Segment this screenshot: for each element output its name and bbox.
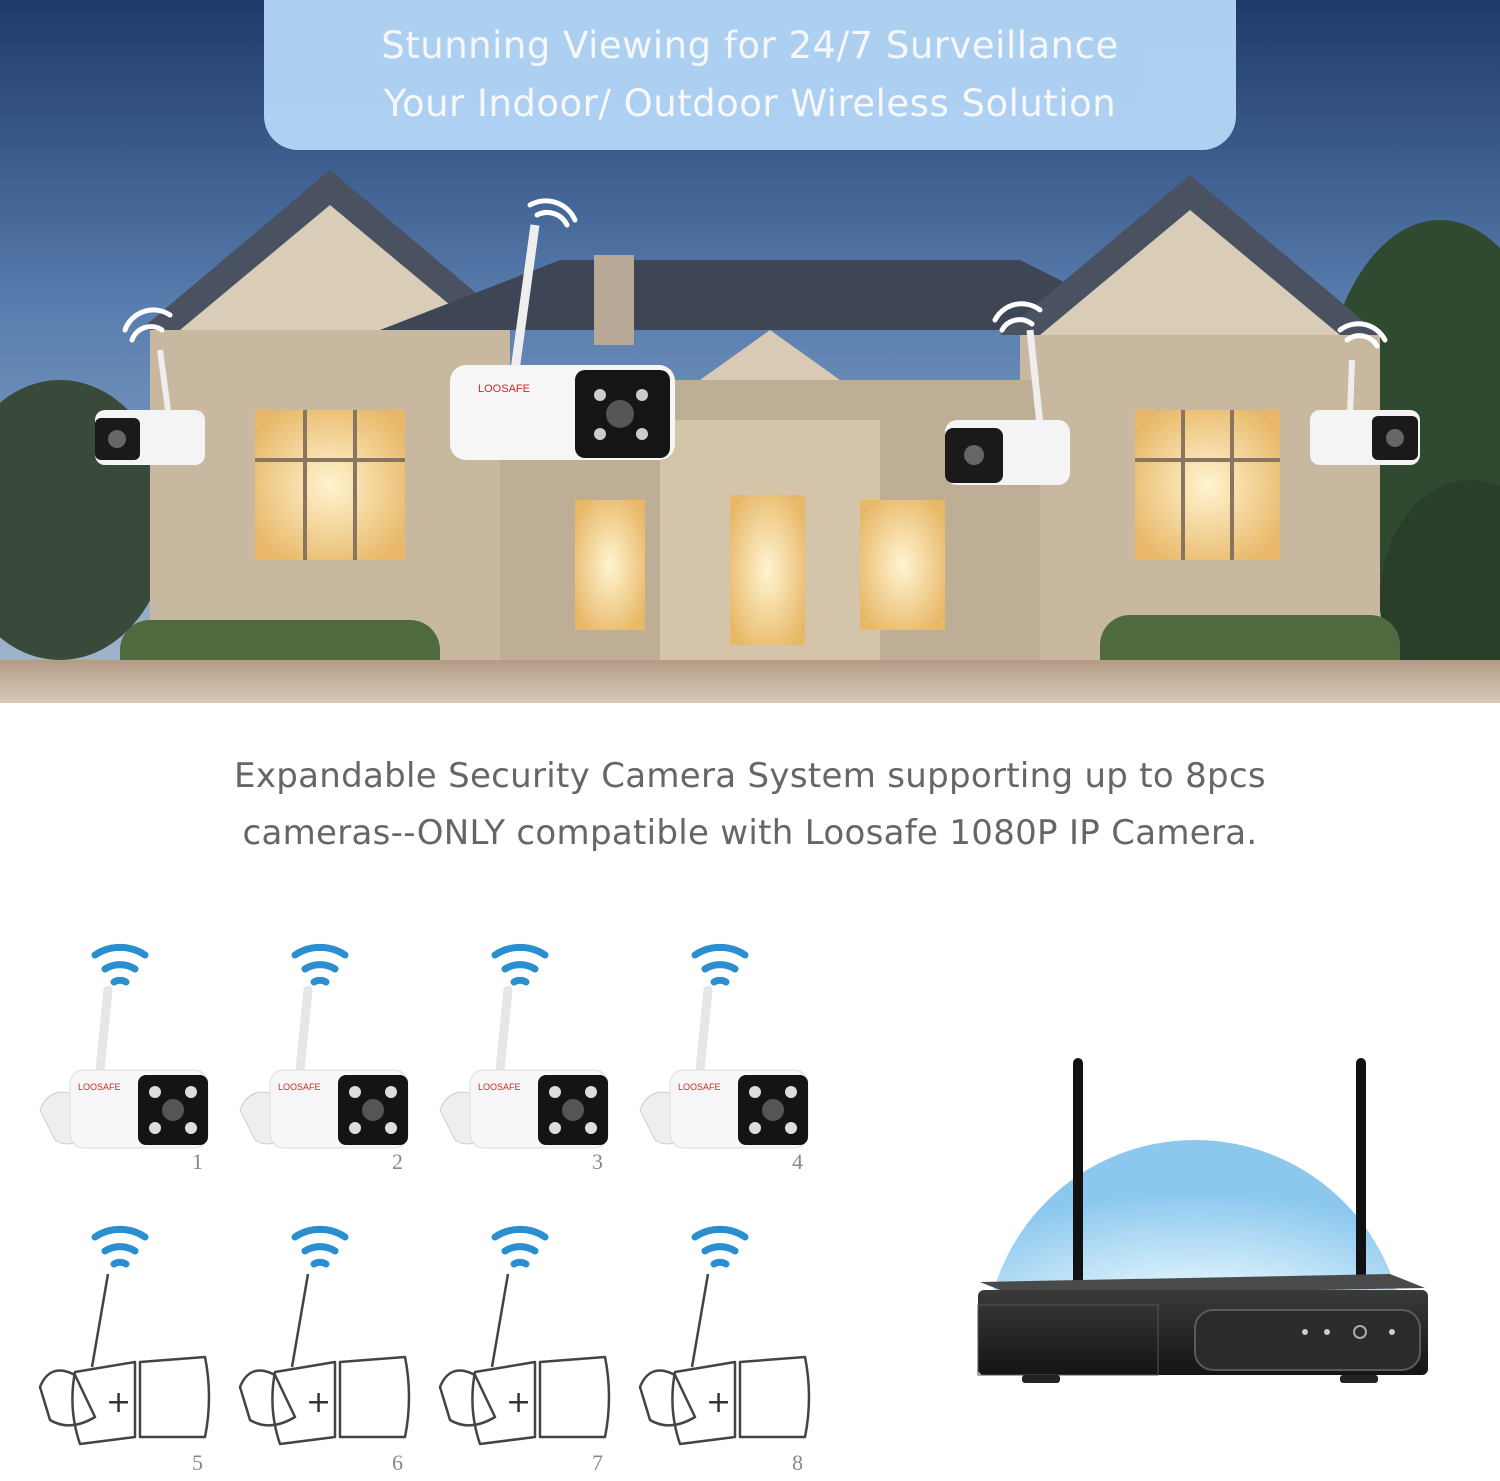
house-camera-left: [95, 349, 205, 465]
camera-outline-icon: +: [438, 1225, 611, 1446]
camera-slot-8: + 8: [630, 1222, 815, 1475]
antenna-right: [1356, 1058, 1366, 1288]
camera-number: 2: [392, 1149, 403, 1174]
camera-slot-6: + 6: [230, 1222, 415, 1475]
add-camera-plus-icon: +: [706, 1385, 731, 1420]
wifi-signal-icon: [91, 943, 149, 986]
camera-outline-icon: +: [38, 1225, 211, 1446]
headline-line-1: Stunning Viewing for 24/7 Surveillance: [381, 24, 1119, 67]
wifi-signal-icon: [491, 1225, 549, 1268]
wifi-signal-icon: [691, 1225, 749, 1268]
wifi-signal-icon: [291, 1225, 349, 1268]
camera-slot-5: + 5: [30, 1222, 215, 1475]
wifi-signal-icon: [91, 1225, 149, 1268]
add-camera-plus-icon: +: [506, 1385, 531, 1420]
wifi-signal-icons: [122, 198, 1388, 349]
expandable-description: Expandable Security Camera System suppor…: [0, 748, 1500, 862]
wifi-signal-icon: [691, 943, 749, 986]
headline-banner: Stunning Viewing for 24/7 Surveillance Y…: [264, 0, 1236, 150]
nvr-recorder-icon: [977, 1058, 1428, 1383]
house-camera-brand: LOOSAFE: [478, 383, 530, 395]
bullet-camera-icon: LOOSAFE: [639, 943, 809, 1149]
house-camera-center: LOOSAFE: [450, 224, 675, 460]
camera-slot-1: LOOSAFE 1: [30, 935, 215, 1185]
camera-slot-4: LOOSAFE 4: [630, 935, 815, 1185]
camera-brand: LOOSAFE: [478, 1082, 521, 1092]
camera-number: 7: [592, 1450, 603, 1475]
house-camera-right: [945, 329, 1070, 485]
add-camera-plus-icon: +: [306, 1385, 331, 1420]
camera-number: 5: [192, 1450, 203, 1475]
description-line-2: cameras--ONLY compatible with Loosafe 10…: [242, 813, 1258, 853]
hero-house-photo: LOOSAFE Stunning Viewing for 24/7 Survei…: [0, 0, 1500, 703]
camera-number: 1: [192, 1149, 203, 1174]
camera-slot-7: + 7: [430, 1222, 615, 1475]
camera-number: 3: [592, 1149, 603, 1174]
camera-brand: LOOSAFE: [278, 1082, 321, 1092]
camera-number: 4: [792, 1149, 803, 1174]
house-camera-far-right: [1310, 359, 1420, 465]
camera-number: 8: [792, 1450, 803, 1475]
bullet-camera-icon: LOOSAFE: [239, 943, 409, 1149]
nvr-recorder: [960, 1050, 1430, 1410]
camera-slot-3: LOOSAFE 3: [430, 935, 615, 1185]
bullet-camera-icon: LOOSAFE: [39, 943, 209, 1149]
camera-brand: LOOSAFE: [78, 1082, 121, 1092]
camera-outline-icon: +: [238, 1225, 411, 1446]
camera-brand: LOOSAFE: [678, 1082, 721, 1092]
description-line-1: Expandable Security Camera System suppor…: [234, 756, 1266, 796]
camera-outline-icon: +: [638, 1225, 811, 1446]
camera-slot-2: LOOSAFE 2: [230, 935, 415, 1185]
wifi-signal-icon: [291, 943, 349, 986]
antenna-left: [1073, 1058, 1083, 1288]
bullet-camera-icon: LOOSAFE: [439, 943, 609, 1149]
headline-line-2: Your Indoor/ Outdoor Wireless Solution: [383, 82, 1117, 125]
wifi-signal-icon: [491, 943, 549, 986]
add-camera-plus-icon: +: [106, 1385, 131, 1420]
camera-number: 6: [392, 1450, 403, 1475]
